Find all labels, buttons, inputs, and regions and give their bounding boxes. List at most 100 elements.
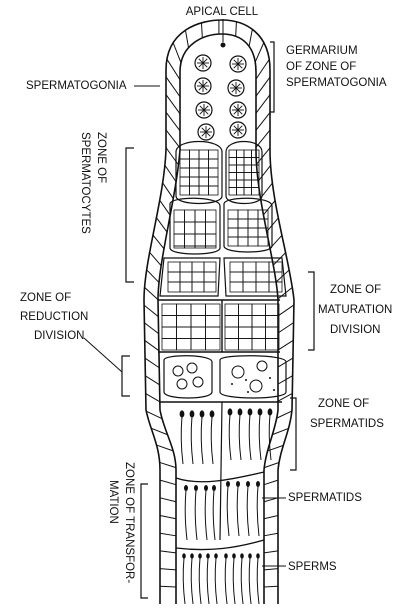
germ-cell	[266, 316, 280, 328]
wall-cell-partition	[166, 112, 180, 131]
wall-cell-partition	[278, 340, 293, 350]
wall-cell-partition	[264, 551, 278, 553]
sperms-label: SPERMS	[288, 561, 337, 573]
wall-cell-partition	[166, 95, 180, 114]
wall-cell-partition	[156, 218, 167, 232]
germ-cell	[238, 219, 248, 228]
germ-cell	[244, 150, 252, 158]
sperm-tail	[239, 414, 241, 460]
germ-cell	[199, 150, 209, 159]
germ-cell	[225, 339, 239, 351]
zone-reduction-line2: REDUCTION	[20, 311, 88, 323]
germ-cell	[199, 186, 209, 195]
germ-cell	[252, 158, 260, 166]
germ-cell	[206, 316, 221, 328]
wall-cell-partition	[278, 393, 292, 401]
germ-cell	[238, 210, 248, 219]
germ-cell	[190, 186, 200, 195]
germ-cell	[225, 304, 239, 316]
wall-cell-partition	[160, 551, 176, 553]
germ-cell	[190, 150, 200, 159]
sperm-tail	[201, 416, 203, 464]
wall-cell-partition	[258, 165, 270, 181]
wall-cell-partition	[256, 59, 269, 79]
zone-spermatids-bracket	[290, 398, 296, 470]
spermatid-and-sperm-bundles	[180, 408, 273, 604]
germ-cell	[228, 237, 238, 246]
germ-cell	[252, 304, 266, 316]
germ-cell	[204, 282, 216, 292]
wall-cell-partition	[163, 183, 174, 199]
germ-cell	[185, 210, 196, 222]
germ-cell	[256, 262, 269, 272]
sperm-tail	[241, 558, 243, 604]
germ-cell	[195, 246, 206, 248]
germ-cell	[206, 246, 217, 248]
germ-cell	[252, 165, 260, 173]
wall-cell-partition	[272, 428, 288, 434]
wall-cell-partition	[264, 463, 279, 468]
wall-cell-partition	[150, 252, 162, 265]
germ-cell	[266, 339, 280, 351]
wall-cell-partition	[185, 30, 188, 47]
wall-cell-partition	[255, 43, 264, 62]
maturation-division-cells	[162, 304, 279, 350]
sperm-tail	[181, 416, 183, 464]
wall-cell-partition	[160, 586, 176, 587]
germ-cell	[230, 262, 243, 272]
germ-cell	[195, 210, 206, 222]
zone-maturation-line2: MATURATION	[318, 304, 392, 316]
germ-cell	[256, 282, 269, 292]
germ-cell	[229, 188, 237, 196]
germ-cell	[162, 316, 177, 328]
sperm-tail	[191, 416, 193, 464]
spermatogonia-cells	[195, 55, 246, 140]
germarium-label-line3: SPERMATOGONIA	[286, 77, 387, 89]
germ-cell	[252, 327, 266, 339]
germ-cell	[180, 177, 190, 186]
germ-cell	[225, 327, 239, 339]
germ-cell	[237, 150, 245, 158]
sperm-tail	[269, 414, 271, 460]
germ-cell	[190, 177, 200, 186]
germ-cell	[237, 158, 245, 166]
wall-cell-partition	[167, 59, 180, 80]
wall-cell-partition	[160, 516, 176, 519]
germ-cell	[252, 316, 266, 328]
germ-cell	[195, 222, 206, 234]
germ-cell	[244, 165, 252, 173]
wall-cell-partition	[160, 200, 170, 215]
wall-cell-partition	[264, 569, 278, 570]
wall-cell-partition	[278, 305, 294, 316]
germ-cell	[177, 304, 192, 316]
sperm-tail	[205, 490, 207, 540]
bundle-divider-vertical	[220, 402, 222, 540]
zone-maturation-line1: ZONE OF	[330, 284, 381, 296]
zone-reduction-pointer	[84, 338, 122, 372]
germ-cell	[180, 282, 192, 292]
germ-cell	[168, 272, 180, 282]
germarium-label-line1: GERMARIUM	[286, 45, 358, 57]
sperm-tail	[259, 414, 261, 460]
germ-cell	[177, 327, 192, 339]
zone-maturation-line3: DIVISION	[330, 324, 380, 336]
wall-cell-partition	[153, 235, 164, 249]
apical-cell	[221, 43, 226, 48]
sperm-tail	[185, 490, 187, 540]
zone-reduction-line1: ZONE OF	[20, 292, 71, 304]
wall-cell-partition	[160, 498, 176, 502]
germ-cell	[209, 168, 219, 177]
sperm-tail	[249, 414, 251, 460]
wall-cell-partition	[256, 95, 270, 113]
bundle-boundary-2	[176, 540, 264, 550]
germ-cell	[258, 237, 268, 246]
germ-cell	[248, 237, 258, 246]
germ-cell	[162, 339, 177, 351]
germ-cell	[192, 272, 204, 282]
germ-cell	[192, 262, 204, 272]
germ-cell	[230, 282, 243, 292]
germ-cell	[191, 339, 206, 351]
germ-cell	[229, 180, 237, 188]
germ-cell	[228, 210, 238, 219]
wall-cell-partition	[160, 462, 176, 467]
